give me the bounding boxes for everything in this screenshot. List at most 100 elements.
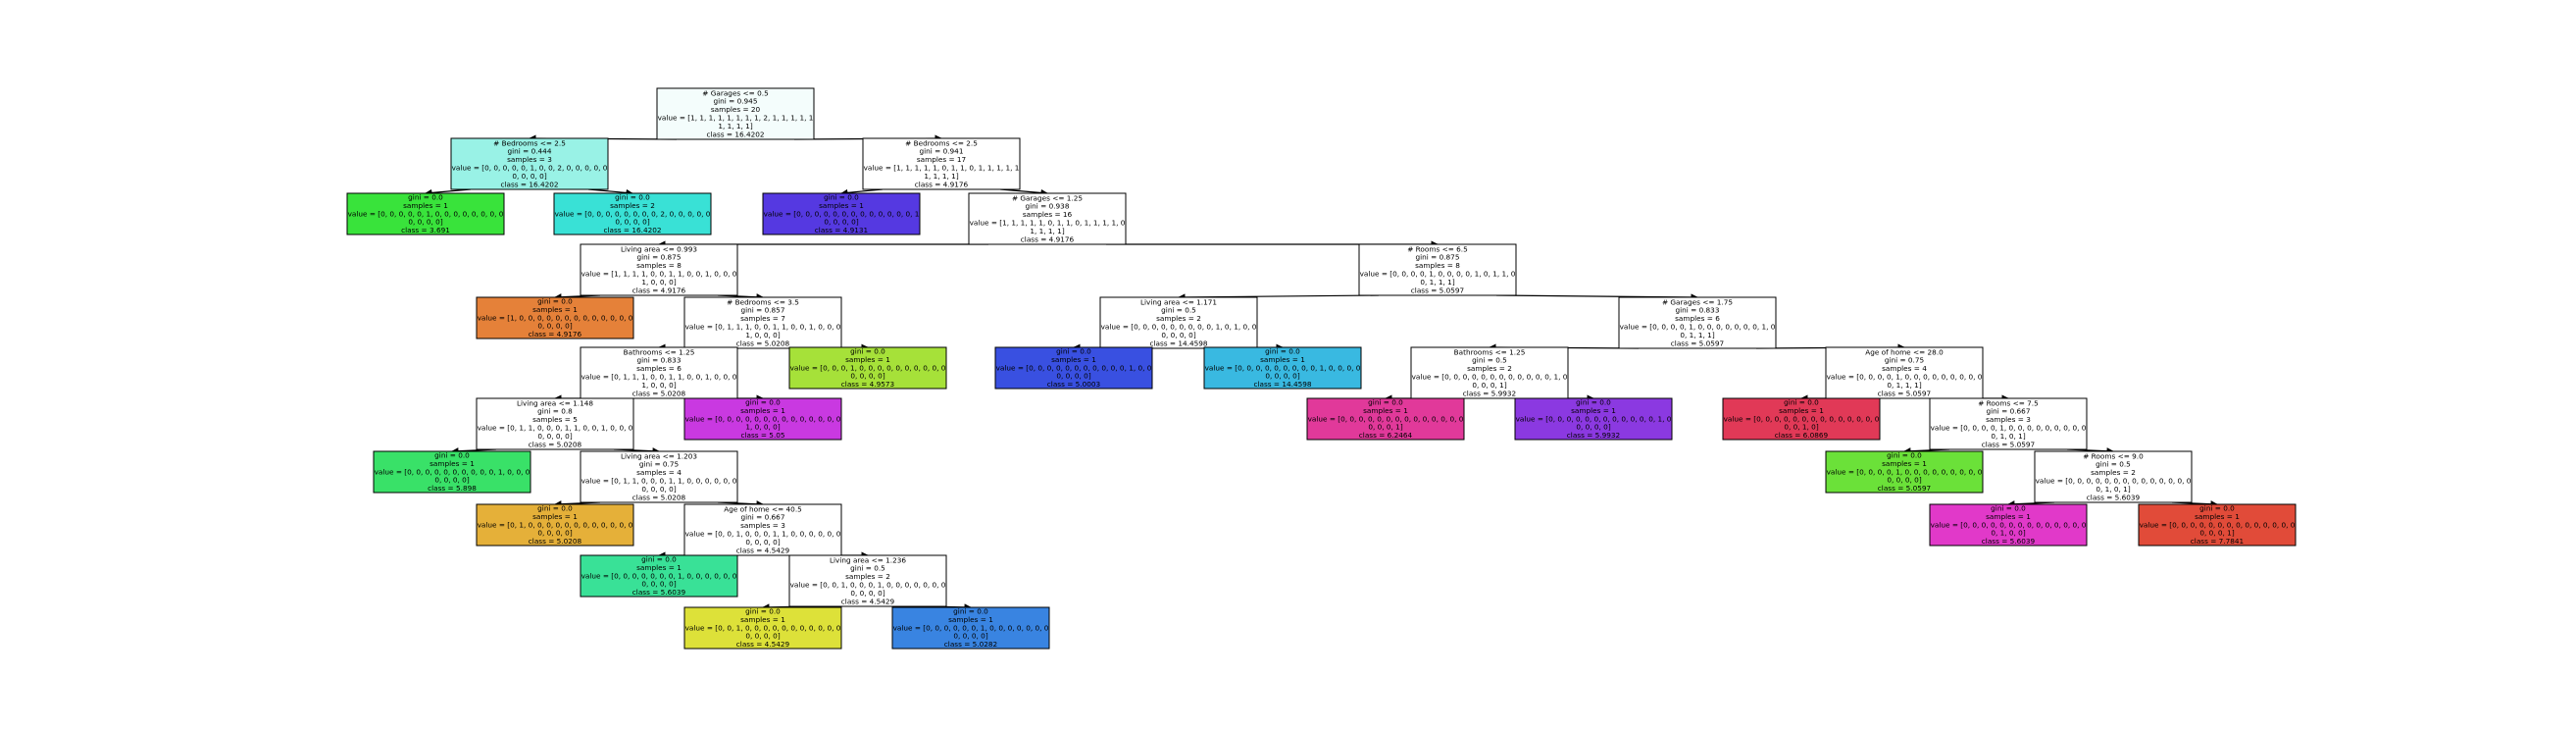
tree-node-line: # Rooms <= 7.5 <box>1978 398 2039 407</box>
tree-node-line: gini = 0.938 <box>1026 202 1070 211</box>
tree-node-box <box>2138 503 2297 547</box>
tree-node-line: samples = 1 <box>1051 355 1096 364</box>
tree-node-line: samples = 4 <box>636 468 682 477</box>
tree-node-line: # Rooms <= 6.5 <box>1407 244 1468 253</box>
tree-node-line: class = 7.7841 <box>2191 537 2244 546</box>
tree-node-line: gini = 0.5 <box>1472 356 1507 365</box>
tree-node-line: class = 5.0597 <box>1411 286 1465 294</box>
tree-node-line: 0, 0, 0, 0] <box>641 580 676 589</box>
tree-node-line: value = [0, 0, 0, 0, 0, 0, 0, 0, 0, 0, 0… <box>2140 520 2296 529</box>
tree-node-line: class = 4.9176 <box>529 330 582 339</box>
tree-node-box <box>862 137 1021 190</box>
tree-node-line: 0, 0, 0, 0] <box>1056 372 1090 381</box>
tree-node-line: class = 5.0208 <box>632 389 686 397</box>
tree-node-line: class = 5.0208 <box>632 493 686 501</box>
tree-node-line: value = [0, 0, 0, 0, 0, 1, 0, 0, 0, 0, 0… <box>348 209 504 218</box>
tree-node-line: class = 4.9176 <box>1021 235 1075 243</box>
tree-node-box <box>1410 346 1569 399</box>
tree-node-line: gini = 0.5 <box>850 564 885 573</box>
tree-node-line: class = 3.691 <box>401 226 450 235</box>
tree-node-line: class = 5.0208 <box>736 339 790 347</box>
tree-node-line: value = [0, 1, 1, 0, 0, 0, 1, 1, 0, 0, 0… <box>581 477 737 486</box>
tree-node-box <box>1929 397 2088 450</box>
tree-node-line: samples = 1 <box>2195 512 2240 521</box>
tree-node-line: samples = 1 <box>429 459 475 468</box>
tree-node-line: 0, 1, 1, 1] <box>1887 381 1921 390</box>
tree-node-line: class = 5.05 <box>740 431 784 440</box>
tree-node-line: gini = 0.0 <box>1887 451 1922 460</box>
tree-node-line: value = [0, 0, 0, 0, 0, 1, 0, 0, 2, 0, 0… <box>452 164 608 173</box>
tree-node-line: gini = 0.0 <box>537 297 573 306</box>
tree-node-box <box>1203 346 1362 390</box>
tree-node-line: samples = 3 <box>740 521 785 530</box>
tree-node-line: 1, 0, 0, 0] <box>641 278 676 287</box>
tree-node-box <box>1929 503 2088 547</box>
tree-node-box <box>1306 397 1465 441</box>
tree-node-line: value = [0, 0, 0, 0, 0, 0, 1, 0, 0, 0, 0… <box>893 623 1049 632</box>
tree-node-box <box>476 397 634 450</box>
tree-node-box <box>476 503 634 547</box>
tree-node-line: 0, 0, 0, 0] <box>408 218 442 227</box>
tree-node-line: 0, 0, 0, 1] <box>1472 381 1506 390</box>
tree-node-line: gini = 0.0 <box>1368 398 1403 407</box>
tree-node-line: value = [1, 1, 1, 1, 1, 0, 1, 1, 0, 1, 1… <box>970 219 1126 228</box>
tree-node-box <box>2034 450 2193 503</box>
tree-node-line: class = 6.2464 <box>1359 431 1413 440</box>
tree-node-box <box>580 346 738 399</box>
tree-node-line: Bathrooms <= 1.25 <box>624 347 695 356</box>
tree-node-line: 0, 0, 0, 0] <box>1161 331 1195 339</box>
tree-node-line: value = [0, 0, 0, 0, 0, 0, 0, 0, 0, 1, 0… <box>1101 323 1257 332</box>
tree-node-line: samples = 1 <box>636 563 682 572</box>
tree-node-line: gini = 0.833 <box>1676 306 1720 315</box>
tree-node-line: 0, 0, 0, 0] <box>745 538 780 547</box>
tree-node-line: # Garages <= 0.5 <box>702 88 768 97</box>
tree-node-line: 0, 0, 0, 0] <box>824 218 858 227</box>
tree-node-line: gini = 0.0 <box>850 347 885 356</box>
tree-node-line: 0, 1, 0, 0] <box>1991 529 2025 538</box>
tree-node-line: samples = 6 <box>636 364 682 373</box>
tree-node-line: gini = 0.0 <box>1784 398 1819 407</box>
tree-node-line: 0, 0, 1, 0] <box>1784 423 1818 432</box>
tree-node-box <box>1514 397 1673 441</box>
tree-node-line: gini = 0.0 <box>2199 504 2235 513</box>
tree-node-line: samples = 2 <box>845 572 890 581</box>
tree-node-line: value = [0, 0, 0, 0, 1, 0, 0, 0, 0, 0, 0… <box>1931 424 2087 433</box>
tree-node-line: class = 14.4598 <box>1149 339 1207 347</box>
tree-node-line: class = 4.5429 <box>841 597 895 605</box>
tree-node-line: samples = 1 <box>740 615 785 624</box>
tree-node-line: 0, 1, 0, 1] <box>2096 485 2130 494</box>
tree-node-line: samples = 1 <box>1571 406 1616 415</box>
tree-node-line: 0, 0, 0, 0] <box>1887 476 1921 485</box>
tree-node-line: samples = 2 <box>610 201 655 210</box>
tree-node-line: value = [0, 0, 0, 0, 0, 0, 0, 0, 0, 0, 0… <box>1412 373 1568 382</box>
tree-node-line: class = 16.4202 <box>603 226 661 235</box>
tree-node-line: Living area <= 1.236 <box>830 555 906 564</box>
tree-node-line: gini = 0.857 <box>741 306 785 315</box>
tree-node-line: class = 5.0597 <box>1982 440 2036 448</box>
tree-node-line: gini = 0.0 <box>641 555 677 564</box>
tree-node-line: gini = 0.0 <box>537 504 573 513</box>
tree-node-box <box>788 554 947 607</box>
tree-node-line: value = [0, 0, 0, 0, 0, 0, 0, 0, 0, 0, 1… <box>375 467 530 476</box>
tree-node-line: samples = 1 <box>1779 406 1824 415</box>
tree-node-line: 0, 0, 0, 0] <box>641 485 676 494</box>
tree-node-line: gini = 0.667 <box>741 513 785 522</box>
tree-node-line: samples = 6 <box>1675 314 1720 323</box>
